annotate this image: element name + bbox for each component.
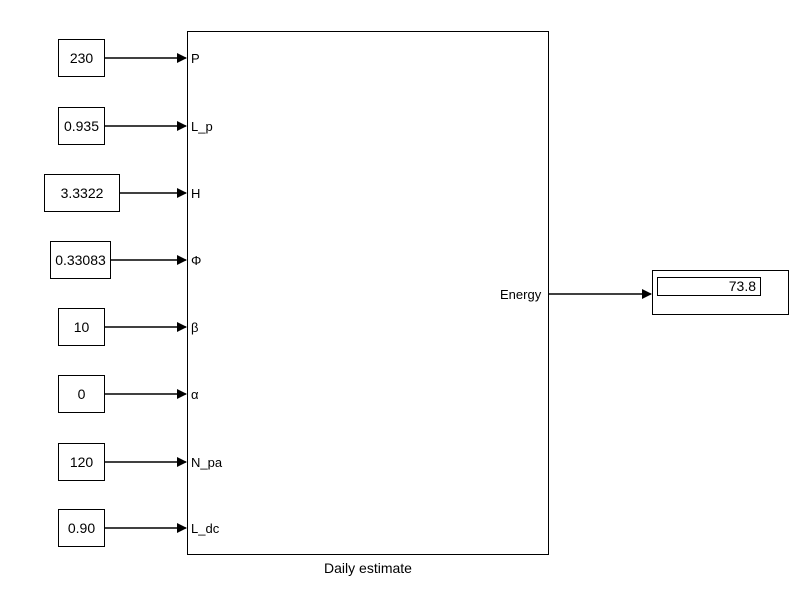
input-port-label-phi: Φ [191, 253, 202, 268]
subsystem-name-label: Daily estimate [324, 560, 412, 576]
display-value: 73.8 [657, 277, 761, 296]
constant-block-h[interactable]: 3.3322 [44, 174, 120, 212]
input-port-label-p: P [191, 51, 200, 66]
constant-block-n-pa[interactable]: 120 [58, 443, 105, 481]
input-port-label-alpha: α [191, 387, 199, 402]
constant-block-l-dc[interactable]: 0.90 [58, 509, 105, 547]
constant-block-l-p[interactable]: 0.935 [58, 107, 105, 145]
input-port-label-beta: β [191, 320, 199, 335]
input-port-label-n-pa: N_pa [191, 455, 223, 470]
subsystem-block[interactable] [187, 31, 549, 555]
constant-block-beta[interactable]: 10 [58, 308, 105, 346]
input-port-label-l-p: L_p [191, 119, 213, 134]
constant-block-alpha[interactable]: 0 [58, 375, 105, 413]
constant-block-p[interactable]: 230 [58, 39, 105, 77]
constant-block-phi[interactable]: 0.33083 [50, 241, 111, 279]
output-port-label-energy: Energy [500, 287, 542, 302]
input-port-label-l-dc: L_dc [191, 521, 220, 536]
input-port-label-h: H [191, 186, 201, 201]
